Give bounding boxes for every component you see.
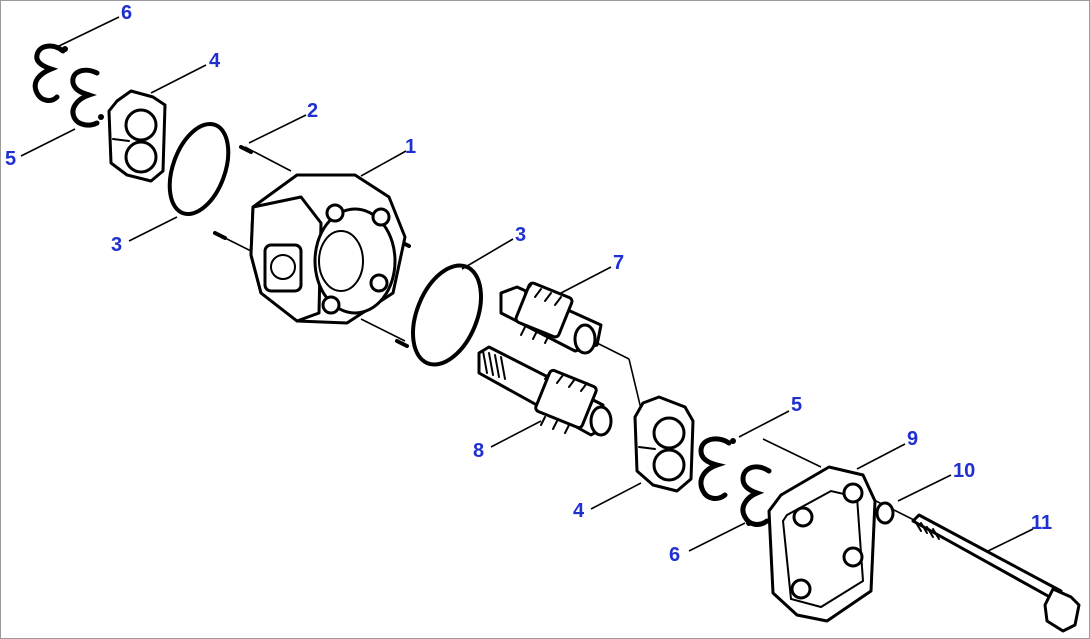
leader-3a <box>128 216 178 242</box>
leader-lines <box>20 16 1034 553</box>
guide-gear7 <box>592 340 630 360</box>
leader-9 <box>856 443 906 470</box>
callout-6-top: 6 <box>121 2 133 24</box>
dowel-pins-2 <box>213 145 411 348</box>
callout-5-top: 5 <box>5 148 17 170</box>
o-ring-3-mid <box>411 263 483 367</box>
bushing-4-bottom <box>633 395 695 493</box>
guide-dowel-right <box>360 318 406 342</box>
leader-3b <box>461 238 514 270</box>
leader-7 <box>560 266 612 294</box>
gear-shaft-7 <box>499 281 603 355</box>
leader-6b <box>688 522 746 552</box>
callout-4-bottom: 4 <box>573 500 585 522</box>
callout-3-mid: 3 <box>515 224 527 246</box>
callout-8: 8 <box>473 440 485 462</box>
callout-5-bottom: 5 <box>791 394 803 416</box>
leader-5a <box>20 128 76 157</box>
o-ring-3-top <box>167 121 231 217</box>
ring-5-6-bottom <box>698 436 772 527</box>
leader-6a <box>58 16 120 47</box>
callout-11: 11 <box>1031 512 1053 534</box>
pump-body-1 <box>249 173 407 325</box>
leader-4b <box>590 482 642 510</box>
callout-7: 7 <box>613 252 625 274</box>
callout-3-top: 3 <box>111 234 123 256</box>
leader-1 <box>360 150 407 177</box>
leader-8 <box>490 420 542 448</box>
end-cover-9 <box>767 465 877 623</box>
callout-4-top: 4 <box>209 50 221 72</box>
leader-4a <box>150 64 207 94</box>
callout-6-bottom: 6 <box>669 544 681 566</box>
ring-6-top <box>32 43 104 128</box>
leader-11 <box>985 528 1034 553</box>
callout-10: 10 <box>953 460 976 482</box>
guide-gear7-b <box>628 358 642 410</box>
callout-1: 1 <box>405 136 417 158</box>
callout-2: 2 <box>307 100 319 122</box>
washer-10 <box>875 501 895 525</box>
bushing-4-top <box>107 89 167 183</box>
drive-gear-shaft-8 <box>477 345 613 437</box>
bolt-11 <box>911 513 1081 633</box>
guide-plate <box>762 438 822 468</box>
leader-5b <box>738 410 790 438</box>
leader-10 <box>897 474 952 502</box>
callout-9: 9 <box>907 428 919 450</box>
leader-2 <box>248 114 307 144</box>
